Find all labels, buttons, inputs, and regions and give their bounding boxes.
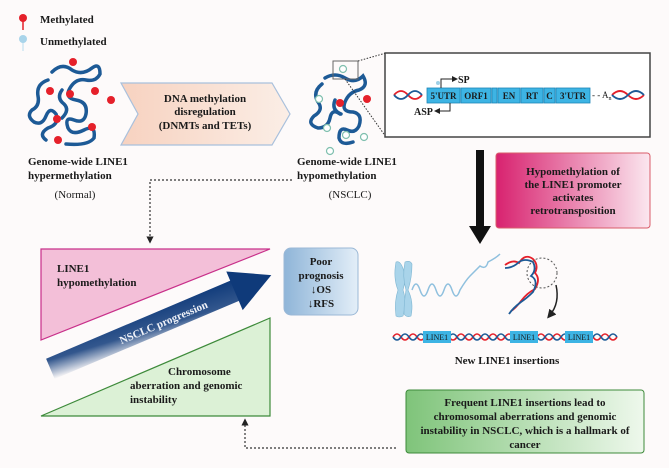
- promoter-box-line: Hypomethylation of: [526, 166, 620, 178]
- segment-label: ORF1: [464, 91, 488, 101]
- legend-methylated: Methylated: [40, 14, 94, 26]
- prognosis-line: ↓RFS: [308, 298, 334, 310]
- dna-helix-left-icon: [393, 90, 423, 100]
- process-label-line1: DNA methylation: [164, 93, 246, 105]
- nsclc-state-label: (NSCLC): [329, 189, 372, 201]
- consequence-line: cancer: [509, 439, 540, 451]
- dotted-connector-top: [146, 179, 292, 244]
- line1-insertion: LINE1: [510, 331, 538, 343]
- segment-box: [555, 87, 591, 104]
- prognosis-line: Poor: [310, 256, 333, 268]
- svg-text:LINE1: LINE1: [568, 333, 590, 342]
- antisense-promoter-arrow: [434, 103, 451, 114]
- prognosis-line: ↓OS: [311, 284, 331, 296]
- consequence-line: instability in NSCLC, which is a hallmar…: [420, 425, 629, 437]
- dna-helix-right-icon: [611, 90, 645, 100]
- chromosome-aberration-triangle: [40, 317, 271, 417]
- line1-segments: 5'UTR ORF1 EN RT C 3'UTR: [426, 87, 591, 104]
- nsclc-label-line2: hypomethylation: [297, 170, 376, 182]
- hypomethylated-dna-icon: [309, 64, 371, 156]
- methylation-disregulation-arrow: [119, 82, 291, 146]
- segment-box: [426, 87, 461, 104]
- svg-text:LINE1: LINE1: [426, 333, 448, 342]
- down-arrow-icon: [469, 150, 491, 244]
- chromosome-icon: [394, 261, 413, 318]
- segment-box: [497, 87, 521, 104]
- segment-box: [460, 87, 492, 104]
- promoter-hypomethylation-box: [495, 152, 651, 229]
- insertions-caption: New LINE1 insertions: [455, 355, 560, 367]
- hypermethylated-dna-icon: [27, 58, 115, 147]
- svg-text:LINE1: LINE1: [513, 333, 535, 342]
- normal-label-line1: Genome-wide LINE1: [28, 156, 128, 168]
- segment-box: [491, 87, 498, 104]
- dotted-connector-bottom: [241, 418, 396, 449]
- segment-box: [543, 87, 556, 104]
- insertion-arrow: [547, 284, 558, 319]
- pink-triangle-line2: hypomethylation: [57, 277, 136, 289]
- nsclc-label-line1: Genome-wide LINE1: [297, 156, 397, 168]
- segment-label: EN: [503, 91, 516, 101]
- line1-insertion: LINE1: [565, 331, 593, 343]
- consequence-line: Frequent LINE1 insertions lead to: [444, 397, 606, 409]
- process-label-line3: (DNMTs and TETs): [159, 120, 252, 132]
- segment-label: C: [546, 91, 553, 101]
- prognosis-line: prognosis: [298, 270, 344, 282]
- process-label-line2: disregulation: [174, 106, 236, 118]
- line1-hypomethylation-triangle: [40, 248, 271, 341]
- normal-label-line2: hypermethylation: [28, 170, 112, 182]
- chromatin-fiber: [411, 253, 501, 297]
- line1-insertion: LINE1: [423, 331, 451, 343]
- segment-label: 5'UTR: [430, 91, 457, 101]
- sense-promoter-arrow: [440, 76, 458, 88]
- sense-promoter-label: SP: [458, 75, 470, 86]
- poor-prognosis-box: [283, 247, 359, 316]
- unwound-dna-icon: [504, 255, 539, 315]
- consequence-box: [405, 389, 645, 454]
- methylated-pin-icon: [19, 14, 27, 22]
- green-triangle-line1: Chromosome: [168, 366, 231, 378]
- promoter-box-line: activates: [553, 192, 595, 204]
- segment-label: RT: [526, 91, 538, 101]
- segment-box: [520, 87, 544, 104]
- legend-unmethylated: Unmethylated: [40, 36, 107, 48]
- unmethylated-pin-icon: [19, 35, 27, 43]
- promoter-box-line: retrotransposition: [530, 205, 615, 217]
- promoter-box-line: the LINE1 promoter: [525, 179, 622, 191]
- green-triangle-line3: instability: [130, 394, 178, 406]
- poly-a-tail: - - An: [592, 90, 612, 102]
- consequence-line: chromosomal aberrations and genomic: [434, 411, 617, 423]
- legend: Methylated Unmethylated: [19, 14, 107, 51]
- antisense-promoter-label: ASP: [414, 107, 433, 118]
- segment-label: 3'UTR: [560, 91, 587, 101]
- pink-triangle-line1: LINE1: [57, 263, 89, 275]
- green-triangle-line2: aberration and genomic: [130, 380, 243, 392]
- normal-state-label: (Normal): [55, 189, 96, 201]
